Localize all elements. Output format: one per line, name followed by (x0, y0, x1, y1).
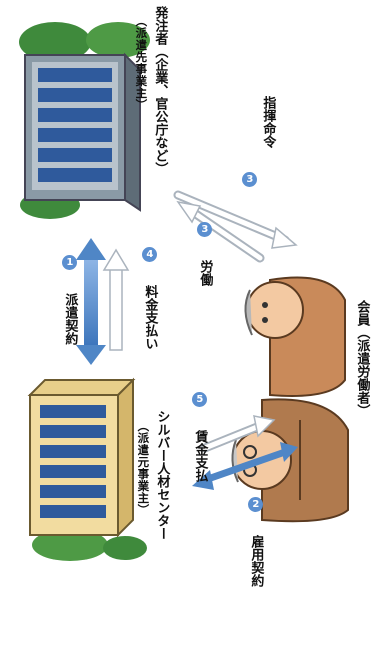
arrow-wage-payment (200, 415, 276, 453)
shiruba-role-label: （派遣元事業主） (134, 420, 152, 516)
arrow-dispatch-contract (76, 238, 106, 365)
relation-command-number-wrap: 3 (240, 172, 258, 191)
client-building-icon (19, 22, 150, 219)
relation-label: 賃金支払 (192, 430, 208, 482)
client-role-label: （派遣先事業主） (132, 15, 150, 111)
relation-command: 指揮命令 (258, 96, 276, 148)
arrow-employment-contract (192, 442, 298, 490)
relation-label: 労働 (197, 260, 213, 286)
relation-fee-payment: 4 料金支払い (140, 247, 158, 350)
relation-label: 指揮命令 (260, 96, 276, 148)
member-illustration (231, 276, 349, 523)
relation-employment-contract: 2 雇用契約 (246, 497, 264, 587)
shiruba-center-building-icon (27, 377, 147, 561)
relation-labor: 3 労働 (195, 222, 213, 286)
relation-number: 3 (197, 222, 213, 237)
relation-number: 2 (248, 497, 264, 512)
shiruba-role: （派遣元事業主） (136, 420, 151, 516)
relation-label: 派遣契約 (62, 293, 78, 345)
arrow-labor (176, 200, 265, 263)
relation-number: 5 (192, 392, 208, 407)
client-name: 発注者（企業、官公庁など） (152, 6, 168, 175)
relation-label: 雇用契約 (248, 535, 264, 587)
shiruba-name: シルバー人材センター (154, 410, 170, 540)
member-name: 会員（派遣労働者） (354, 300, 370, 417)
arrow-command (173, 190, 298, 249)
member-label: 会員（派遣労働者） (352, 300, 370, 417)
client-role: （派遣先事業主） (134, 15, 149, 111)
relation-number: 4 (142, 247, 158, 262)
shiruba-label: シルバー人材センター (152, 410, 170, 540)
relation-number: 3 (242, 172, 258, 187)
arrow-fee-payment (102, 248, 130, 351)
client-label: 発注者（企業、官公庁など） (150, 6, 168, 175)
relation-wage-payment: 5 賃金支払 (190, 392, 208, 482)
relation-number: 1 (62, 255, 78, 270)
relation-label: 料金支払い (142, 285, 158, 350)
relation-dispatch-contract: 1 派遣契約 (60, 255, 78, 345)
